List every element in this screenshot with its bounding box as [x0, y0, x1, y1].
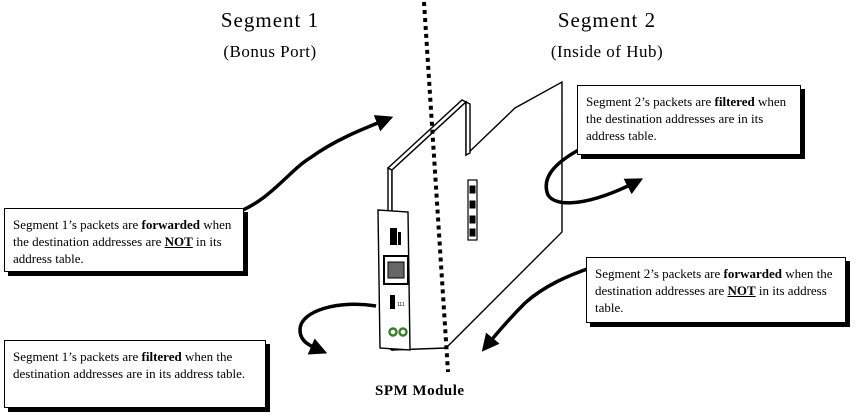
seg2-filtered-pre: Segment 2’s packets are: [586, 94, 715, 109]
seg1-forwarded-post: in its address table.: [13, 234, 222, 266]
box-seg1-filtered: Segment 1’s packets are filtered when th…: [4, 340, 266, 408]
arrow-seg2-filtered: [544, 146, 644, 205]
segment-2-title: Segment 2: [557, 8, 657, 32]
seg2-forwarded-pre: Segment 2’s packets are: [595, 266, 724, 281]
seg2-forwarded-mid: when the destination addresses are: [595, 266, 833, 298]
seg1-forwarded-mid: when the destination addresses are: [13, 217, 232, 249]
arrow-seg1-filtered: [298, 302, 377, 355]
seg1-forwarded-pre: Segment 1’s packets are: [13, 217, 142, 232]
seg1-forwarded-bold: forwarded: [141, 217, 201, 232]
seg1-forwarded-not: NOT: [164, 234, 193, 249]
seg2-forwarded-not: NOT: [727, 283, 756, 298]
board-port-bracket: [467, 179, 478, 241]
segment-1-subtitle: (Bonus Port): [223, 42, 317, 61]
seg2-filtered-bold: filtered: [714, 94, 755, 109]
arrow-seg1-forward: [237, 115, 394, 214]
segment-1-title: Segment 1: [220, 8, 320, 32]
svg-text:111: 111: [397, 302, 405, 308]
seg1-filtered-bold: filtered: [141, 349, 182, 364]
box-seg2-filtered: Segment 2’s packets are filtered when th…: [577, 85, 801, 155]
segment-divider: [422, 1, 450, 373]
box-seg2-forwarded: Segment 2’s packets are forwarded when t…: [586, 257, 846, 323]
segment-2-subtitle: (Inside of Hub): [550, 42, 664, 61]
seg2-forwarded-post: in its address table.: [595, 283, 827, 315]
spm-module-caption: SPM Module: [375, 383, 465, 399]
seg2-forwarded-bold: forwarded: [723, 266, 783, 281]
seg1-filtered-post: when the destination addresses are in it…: [13, 349, 246, 381]
seg2-filtered-post: when the destination addresses are in it…: [586, 94, 787, 143]
module-faceplate: 111: [377, 209, 411, 351]
arrow-seg2-forward: [481, 266, 591, 352]
seg1-filtered-pre: Segment 1’s packets are: [13, 349, 142, 364]
box-seg1-forwarded: Segment 1’s packets are forwarded when t…: [4, 208, 244, 272]
